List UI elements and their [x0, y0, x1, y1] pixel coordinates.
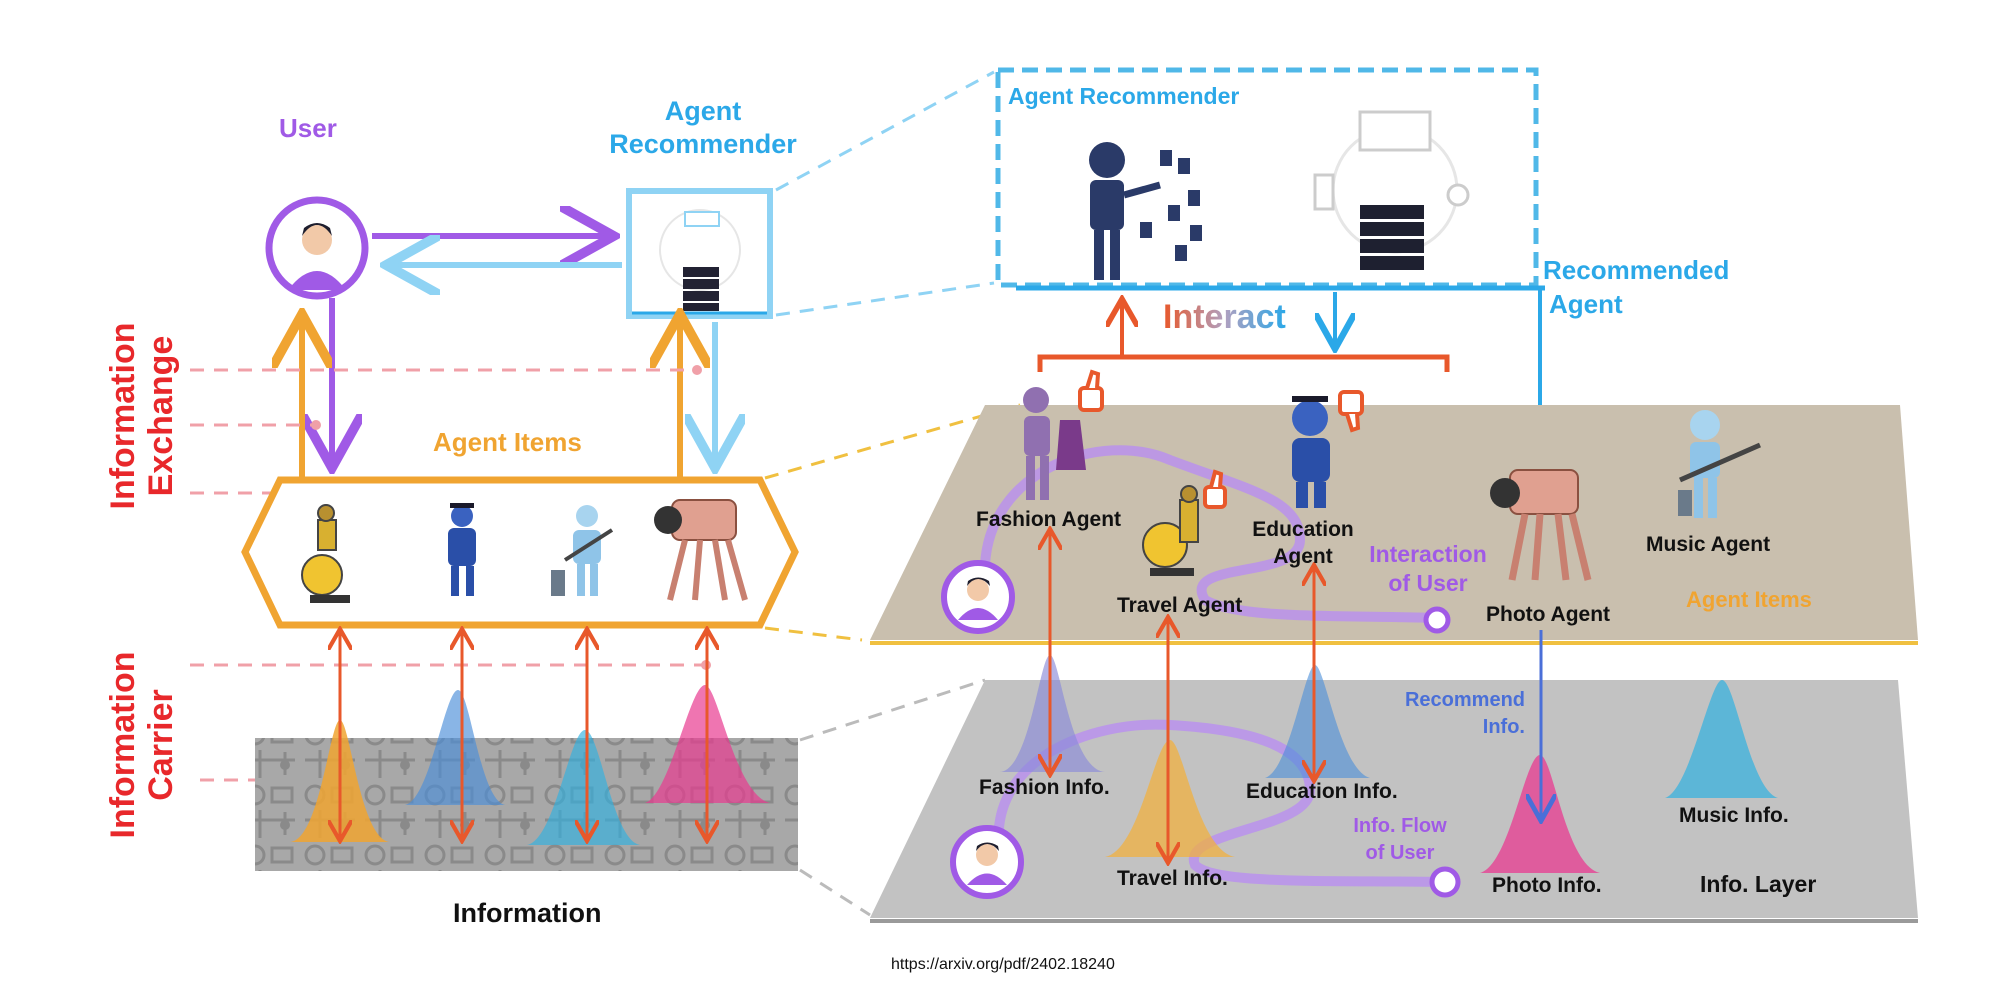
user-avatar-info-icon — [950, 825, 1024, 899]
recommend-info-line1: Recommend — [1404, 689, 1525, 711]
agent-info-arrows — [1050, 532, 1314, 860]
agent-recommender-box-small — [626, 188, 773, 319]
thumbs-up-icon — [1078, 369, 1104, 412]
travel-robot-icon — [301, 504, 350, 603]
recommended-agent-line1: Recommended — [1543, 255, 1730, 285]
fashion-info-label: Fashion Info. — [979, 776, 1110, 799]
education-info-label: Education Info. — [1246, 780, 1398, 803]
interaction-of-user-line2: of User — [1388, 570, 1468, 596]
agent-recommender-label: Agent Recommender — [598, 95, 808, 161]
education-robot-layer-icon — [1292, 396, 1330, 508]
info-flow-line1: Info. Flow — [1353, 815, 1447, 837]
agent-recommender-zoom-box — [995, 67, 1539, 288]
information-exchange-label: Information Exchange — [104, 306, 184, 526]
travel-info-label: Travel Info. — [1117, 867, 1228, 890]
education-agent-line2: Agent — [1273, 545, 1333, 568]
user-info-flow-path — [993, 719, 1450, 887]
education-agent-label: Education Agent — [1243, 516, 1363, 570]
recommend-info-label: Recommend Info. — [1395, 687, 1525, 741]
music-agent-label: Music Agent — [1646, 533, 1771, 556]
information-carrier-line2: Carrier — [142, 689, 180, 801]
info-layer-label: Info. Layer — [1700, 871, 1817, 897]
info-flow-line2: of User — [1365, 842, 1435, 864]
user-avatar-layer-icon — [941, 560, 1015, 634]
travel-agent-label: Travel Agent — [1117, 594, 1243, 617]
recommended-agent-line2: Agent — [1549, 289, 1623, 319]
information-label: Information — [453, 898, 602, 928]
photo-agent-label: Photo Agent — [1486, 603, 1611, 626]
agent-recommender-label-line1: Agent — [664, 96, 742, 126]
interact-bracket — [1037, 354, 1450, 372]
agent-recommender-title: Agent Recommender — [1008, 83, 1240, 109]
source-url: https://arxiv.org/pdf/2402.18240 — [891, 956, 1115, 973]
music-info-label: Music Info. — [1679, 804, 1789, 827]
education-robot-icon — [448, 503, 476, 596]
thumbs-down-icon — [1338, 390, 1364, 433]
user-label: User — [279, 113, 337, 143]
thumbs-up-icon-2 — [1203, 469, 1227, 509]
travel-robot-layer-icon — [1142, 485, 1199, 576]
info-layer — [870, 680, 1918, 918]
fashion-agent-label: Fashion Agent — [976, 508, 1122, 531]
interaction-of-user-line1: Interaction — [1369, 541, 1487, 567]
education-agent-line1: Education — [1252, 518, 1354, 541]
photo-robot-icon — [654, 499, 748, 601]
user-avatar-icon — [265, 196, 369, 300]
camera-robot-icon — [1490, 469, 1592, 581]
agent-items-layer-label: Agent Items — [1686, 587, 1812, 612]
interaction-of-user-label: Interaction of User — [1358, 540, 1498, 598]
music-robot-icon — [551, 505, 614, 596]
fashion-robot-icon — [1023, 387, 1086, 500]
agent-recommender-label-line2: Recommender — [609, 129, 797, 159]
information-exchange-line2: Exchange — [142, 335, 180, 497]
agent-items-layer — [870, 405, 1918, 640]
info-flow-label: Info. Flow of User — [1330, 813, 1470, 867]
information-carrier-line1: Information — [104, 651, 142, 839]
recommend-info-line2: Info. — [1482, 716, 1525, 738]
guitar-robot-icon — [1678, 410, 1762, 518]
agent-items-label: Agent Items — [433, 427, 582, 457]
recommender-server-icon — [1313, 110, 1470, 270]
recommender-robot-icon — [1089, 142, 1202, 280]
info-carrier-arrows — [340, 632, 707, 838]
recommended-agent-label: Recommended Agent — [1543, 253, 1729, 321]
server-icon — [683, 267, 719, 311]
photo-info-label: Photo Info. — [1492, 874, 1602, 897]
interact-label: Interact — [1163, 298, 1286, 336]
information-exchange-line1: Information — [104, 322, 142, 510]
information-carrier-label: Information Carrier — [104, 635, 184, 855]
zoom-connector-lines — [764, 70, 1021, 917]
